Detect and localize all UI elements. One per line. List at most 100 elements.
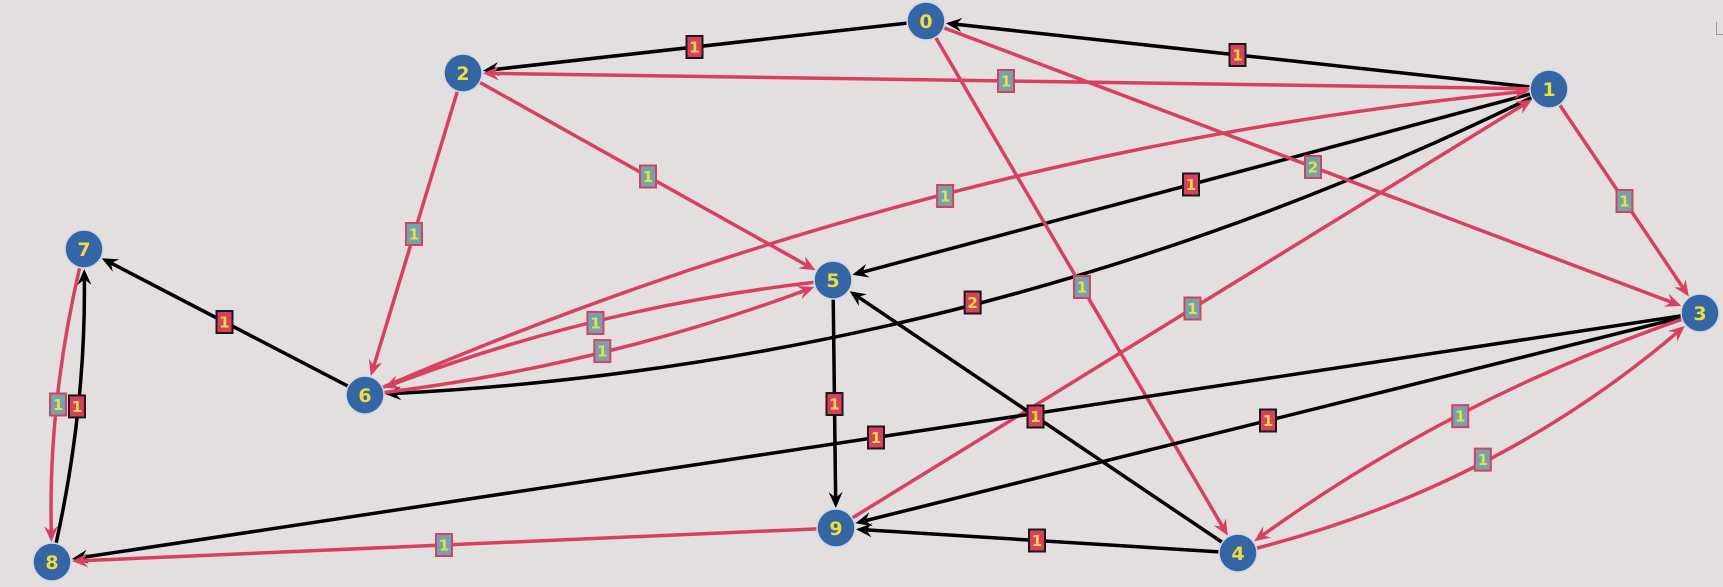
edge-weight-text: 1: [1619, 193, 1629, 211]
node-8[interactable]: 8: [32, 542, 72, 582]
node-6[interactable]: 6: [345, 375, 385, 415]
edge-weight-box: [215, 310, 234, 334]
edge-weight-box: [936, 184, 955, 209]
edges-layer: [44, 17, 1689, 568]
node-7[interactable]: 7: [64, 229, 104, 269]
edge-weight-box: [49, 392, 68, 417]
node-circle: [1680, 293, 1720, 333]
edge-weight-text: 1: [219, 314, 229, 332]
edge-weight-text: 1: [439, 537, 449, 555]
edge-weight-label: 1: [586, 310, 605, 335]
node-circle: [816, 508, 856, 548]
edge-weight-box: [685, 35, 704, 59]
node-circle: [64, 229, 104, 269]
node-circle: [1529, 69, 1569, 109]
edge-weight-box: [1615, 189, 1634, 213]
edge-weight-box: [1473, 447, 1492, 472]
edge-weight-label: 1: [1028, 528, 1046, 553]
edge-weight-box: [1183, 296, 1202, 321]
edge-weight-text: 1: [409, 226, 419, 244]
edge-labels-layer: 1 1 1 2 1 2 1 1 1 1 1 1 1 1 1 1 1 1 1 1 1 1 1 1 1: [49, 35, 1634, 557]
edge-weight-box: [1451, 404, 1470, 429]
edge-weight-box: [963, 290, 982, 315]
edge-weight-text: 2: [967, 294, 977, 312]
edge-arrowhead: [828, 491, 843, 508]
node-circle: [443, 53, 483, 93]
edge-weight-box: [867, 425, 885, 450]
edge-arrowhead: [849, 291, 867, 306]
node-label: 0: [919, 11, 932, 33]
edge-weight-box: [1304, 155, 1322, 179]
edge-weight-label: 1: [867, 425, 885, 450]
edge-weight-label: 2: [963, 290, 982, 315]
node-circle: [813, 260, 853, 300]
edge-weight-text: 1: [1077, 279, 1087, 297]
edge-weight-label: 1: [997, 69, 1015, 93]
edge-weight-label: 1: [936, 184, 955, 209]
edge-weight-box: [586, 310, 605, 335]
edge-1-to-6: [385, 95, 1533, 401]
edge-arrowhead: [852, 264, 870, 278]
edge-weight-text: 2: [1308, 159, 1318, 177]
edge-weight-label: 1: [1183, 296, 1202, 321]
edge-weight-text: 1: [689, 39, 699, 57]
edge-weight-label: 1: [685, 35, 704, 59]
node-label: 5: [826, 270, 839, 292]
corner-scroll-mark: [1716, 22, 1723, 35]
node-label: 9: [829, 518, 842, 540]
node-label: 4: [1231, 543, 1244, 565]
edge-weight-text: 1: [1187, 300, 1197, 318]
edge-arrowhead: [1663, 293, 1682, 307]
edge-arrowhead: [1668, 326, 1685, 342]
node-4[interactable]: 4: [1218, 533, 1258, 573]
edge-weight-label: 1: [1073, 275, 1091, 299]
nodes-layer: 0 1 2 3 4 5 6 7 8 9: [32, 1, 1720, 582]
edge-arrowhead: [855, 512, 873, 527]
edge-weight-box: [825, 392, 844, 416]
node-5[interactable]: 5: [813, 260, 853, 300]
edge-weight-box: [1259, 408, 1277, 433]
edge-arrowhead: [945, 17, 963, 32]
edge-weight-text: 1: [1032, 532, 1042, 550]
edge-weight-text: 1: [871, 429, 881, 447]
node-circle: [1218, 533, 1258, 573]
node-9[interactable]: 9: [816, 508, 856, 548]
edge-weight-text: 1: [643, 168, 653, 186]
edge-line: [1260, 317, 1683, 538]
node-2[interactable]: 2: [443, 53, 483, 93]
node-0[interactable]: 0: [906, 1, 946, 41]
edge-arrowhead: [856, 523, 873, 538]
node-label: 7: [77, 239, 90, 261]
edge-weight-box: [593, 339, 612, 364]
edge-weight-box: [639, 164, 657, 189]
edge-weight-label: 1: [1615, 189, 1634, 213]
edge-weight-text: 1: [590, 314, 600, 332]
edge-weight-box: [1073, 275, 1091, 299]
edge-weight-label: 1: [1451, 404, 1470, 429]
edge-weight-label: 1: [435, 533, 453, 557]
edge-arrowhead: [368, 358, 383, 376]
edge-arrowhead: [72, 553, 89, 568]
node-3[interactable]: 3: [1680, 293, 1720, 333]
node-label: 3: [1693, 303, 1706, 325]
edge-weight-label: 1: [1259, 408, 1277, 433]
edge-weight-label: 1: [1026, 404, 1045, 429]
edge-arrowhead: [798, 256, 816, 271]
edge-weight-text: 1: [1455, 408, 1465, 426]
edge-line: [1255, 330, 1680, 550]
edge-weight-label: 1: [215, 310, 234, 334]
edge-weight-label: 1: [1182, 172, 1200, 197]
edge-weight-box: [1228, 43, 1247, 67]
edge-weight-label: 1: [593, 339, 612, 364]
edge-weight-text: 1: [597, 343, 607, 361]
edge-weight-text: 1: [829, 396, 839, 414]
edge-arrowhead: [44, 525, 59, 542]
node-circle: [906, 1, 946, 41]
edge-weight-label: 1: [1228, 43, 1247, 67]
edge-weight-text: 1: [72, 398, 82, 416]
edge-weight-text: 1: [53, 396, 63, 414]
edge-weight-label: 1: [825, 392, 844, 416]
node-1[interactable]: 1: [1529, 69, 1569, 109]
edge-weight-box: [405, 222, 423, 246]
